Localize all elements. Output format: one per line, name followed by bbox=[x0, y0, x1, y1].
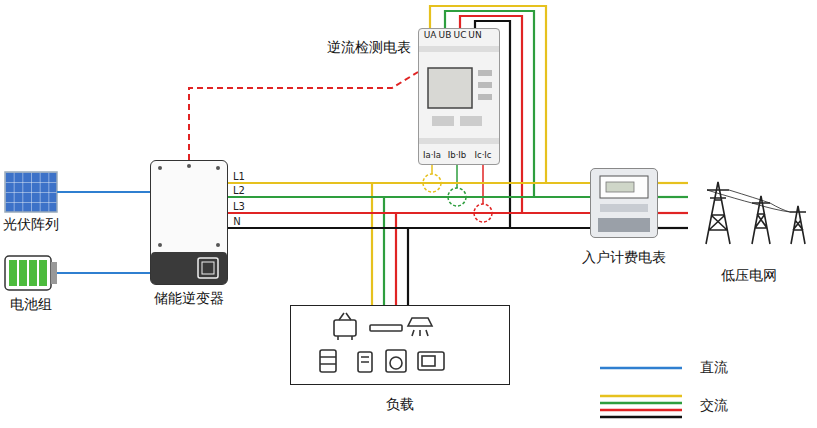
node-label: 光伏阵列 bbox=[3, 216, 59, 233]
battery-pack: 电池组 bbox=[5, 256, 57, 290]
solar-array: 光伏阵列 bbox=[5, 172, 57, 212]
wire bbox=[658, 196, 688, 198]
wire bbox=[658, 212, 688, 214]
node-label: 电池组 bbox=[10, 296, 52, 313]
phase-terminal: L2 bbox=[233, 185, 245, 196]
node-label: 入户计费电表 bbox=[582, 249, 666, 266]
entry-meter-icon bbox=[590, 168, 658, 238]
current-clamp bbox=[423, 174, 492, 222]
voltage-terminal: UN bbox=[468, 31, 481, 41]
node-label: 储能逆变器 bbox=[154, 290, 224, 307]
load-icon bbox=[320, 313, 444, 372]
wire bbox=[228, 228, 408, 305]
wire bbox=[658, 182, 688, 184]
voltage-terminal: UB bbox=[439, 31, 452, 41]
current-terminal: Ic·Ic bbox=[474, 151, 491, 160]
meter-body bbox=[418, 28, 500, 165]
phase-terminal: L3 bbox=[233, 201, 245, 212]
wire bbox=[228, 212, 590, 214]
legend-sample bbox=[600, 368, 682, 417]
ac-cable bbox=[228, 183, 590, 228]
wire bbox=[228, 213, 396, 305]
wire bbox=[189, 72, 418, 160]
voltage-terminal: UC bbox=[454, 31, 467, 41]
inverter-body bbox=[150, 160, 228, 285]
voltage-wire bbox=[430, 6, 546, 228]
detection-meter: 逆流检测电表 bbox=[418, 28, 500, 165]
node-label: 低压电网 bbox=[721, 267, 777, 284]
node-label: 逆流检测电表 bbox=[327, 39, 411, 56]
phase-terminal: L1 bbox=[233, 171, 245, 182]
power-tower bbox=[706, 182, 806, 244]
wire bbox=[658, 227, 688, 229]
phase-terminal: N bbox=[233, 216, 240, 227]
load-box: 负载 bbox=[290, 305, 510, 385]
voltage-terminal: UA bbox=[424, 31, 437, 41]
wire bbox=[228, 182, 590, 184]
ac-cable bbox=[658, 183, 688, 228]
entry-meter: 入户计费电表 bbox=[590, 168, 658, 238]
inverter-box: 储能逆变器 bbox=[150, 160, 228, 285]
legend-label: 直流 bbox=[700, 360, 728, 375]
power-grid: 低压电网 bbox=[688, 175, 810, 245]
dc-cable bbox=[57, 273, 150, 274]
solar-panel-icon bbox=[5, 172, 57, 212]
wire bbox=[57, 272, 150, 274]
current-terminal: Ib·Ib bbox=[448, 151, 467, 160]
node-label: 负载 bbox=[386, 396, 414, 413]
dc-cable bbox=[57, 192, 150, 193]
ac-cable bbox=[228, 183, 408, 305]
wire bbox=[228, 196, 590, 198]
wire bbox=[228, 183, 372, 305]
current-terminal: Ia·Ia bbox=[423, 151, 441, 160]
wire bbox=[228, 227, 590, 229]
legend-label: 交流 bbox=[700, 398, 728, 413]
signal-link bbox=[189, 72, 418, 160]
battery-icon bbox=[5, 256, 57, 290]
wire bbox=[57, 191, 150, 193]
